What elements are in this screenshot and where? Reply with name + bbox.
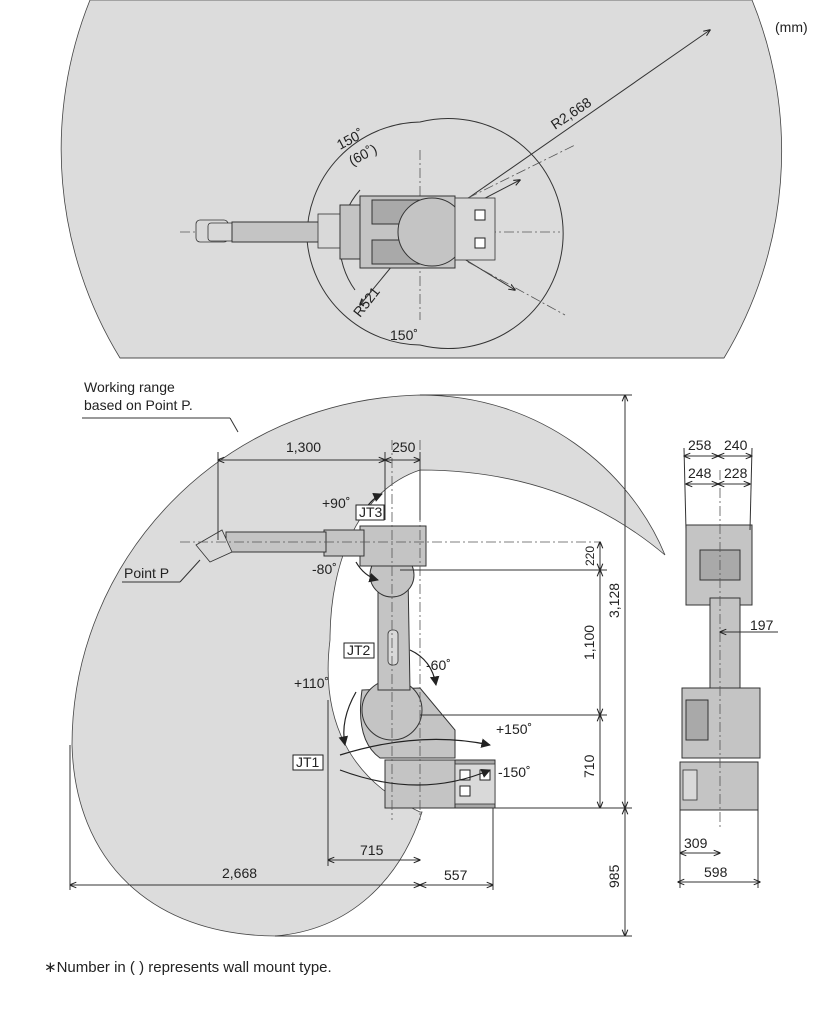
top-rotation-lower-label: 150˚ [390,327,418,343]
dim-220: 220 [583,546,597,566]
front-robot-body [679,524,761,811]
side-view: Working range based on Point P. Point P … [70,379,666,937]
jt1-box [292,754,324,771]
jt3-label: JT3 [359,504,383,520]
footnote: ∗Number in ( ) represents wall mount typ… [44,959,332,976]
dim-228: 228 [724,465,748,481]
jt2-plus-label: +110˚ [294,675,329,691]
point-p-label: Point P [124,565,169,581]
dim-985: 985 [606,864,622,888]
dim-2668: 2,668 [222,865,257,881]
jt2-box [343,642,375,659]
jt2-minus-label: -60˚ [426,657,451,673]
dim-240: 240 [724,437,748,453]
front-view: 258 240 248 228 197 309 598 [678,437,778,888]
jt1-minus-label: -150˚ [498,764,531,780]
dim-598: 598 [704,864,728,880]
dim-250: 250 [392,439,416,455]
top-working-range-area [60,0,782,359]
jt3-box [355,504,385,521]
dim-710: 710 [581,754,597,778]
dim-258: 258 [688,437,712,453]
jt2-label: JT2 [347,642,371,658]
working-range-label-line1: Working range [84,379,175,395]
dim-557: 557 [444,867,468,883]
jt3-minus-label: -80˚ [312,561,337,577]
jt1-plus-label: +150˚ [496,721,532,737]
jt3-plus-label: +90˚ [322,495,350,511]
dim-3128: 3,128 [606,583,622,618]
jt1-label: JT1 [296,754,320,770]
dim-715: 715 [360,842,384,858]
top-robot-body [195,195,496,269]
working-range-label-line2: based on Point P. [84,397,193,413]
dim-248: 248 [688,465,712,481]
dim-1100: 1,100 [581,625,597,660]
side-working-range-area [71,394,666,937]
dim-1300: 1,300 [286,439,321,455]
top-view: R2,668 R521 150˚ (60˚) 150˚ [60,0,782,359]
dim-309: 309 [684,835,708,851]
unit-label: (mm) [775,19,808,35]
dim-197: 197 [750,617,774,633]
